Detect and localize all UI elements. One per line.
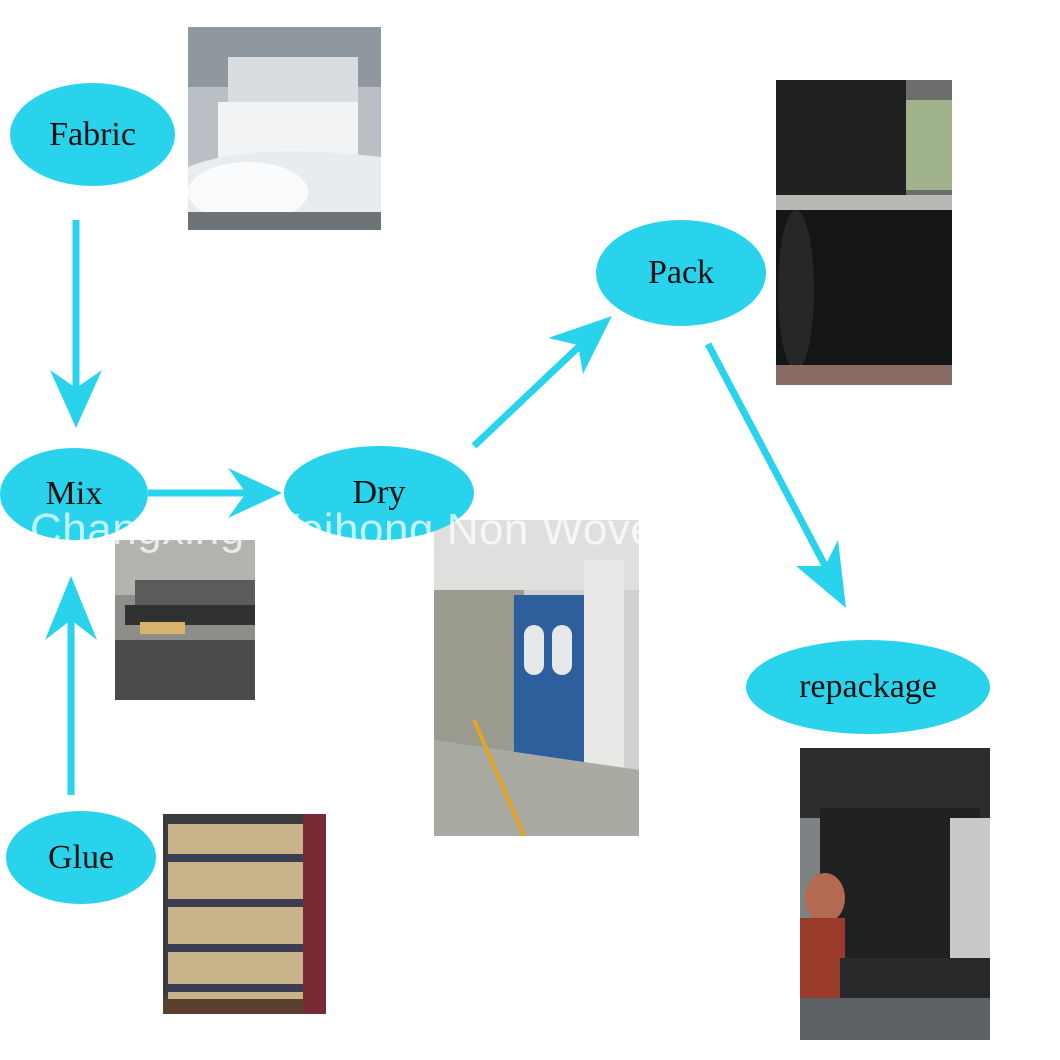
fabric-photo [188, 27, 381, 230]
node-dry-label: Dry [352, 474, 406, 511]
fabric-to-mix-arrow [50, 220, 102, 428]
dry-photo [434, 520, 639, 836]
node-pack-label: Pack [647, 254, 715, 291]
node-repackage-label: repackage [799, 668, 937, 705]
node-dry: Dry [284, 446, 474, 540]
node-glue: Glue [6, 811, 156, 904]
node-fabric: Fabric [10, 83, 175, 186]
node-mix-label: Mix [45, 475, 103, 512]
node-fabric-label: Fabric [49, 115, 136, 153]
glue-to-mix-arrow [45, 576, 97, 795]
node-repackage: repackage [746, 640, 990, 734]
watermark: Changxing Weihong Non Woven Co [30, 505, 751, 554]
glue-photo [163, 814, 326, 1014]
repackage-photo [800, 748, 990, 1040]
dry-to-pack-arrow [471, 316, 612, 449]
mix-photo [115, 540, 255, 700]
node-glue-label: Glue [47, 838, 115, 876]
node-pack: Pack [596, 220, 766, 326]
node-mix: Mix [0, 448, 148, 540]
pack-photo [776, 80, 952, 385]
